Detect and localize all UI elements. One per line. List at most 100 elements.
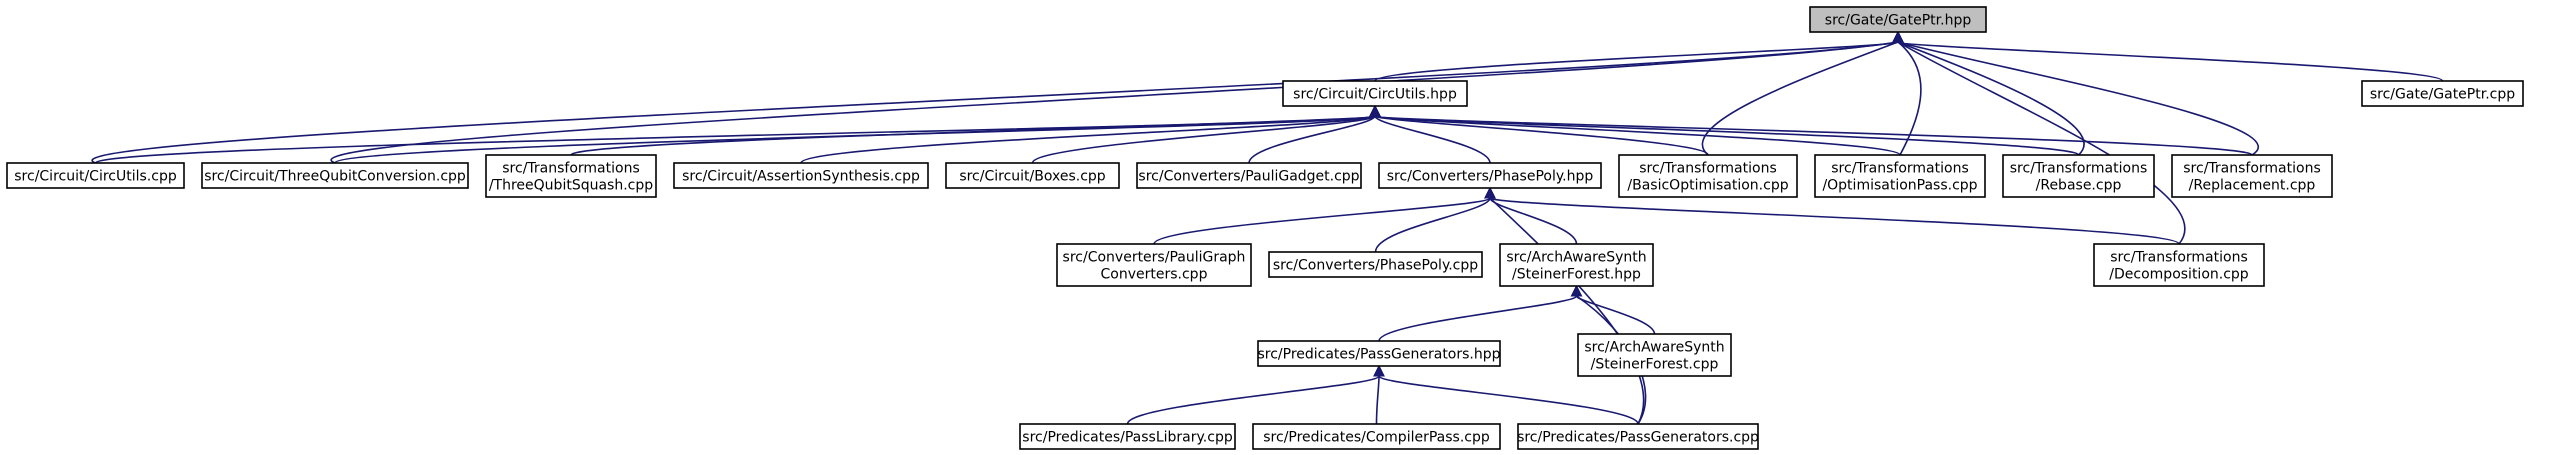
edge-gateptr-hpp-to-threequbit-cpp — [330, 30, 1904, 164]
node-label: src/Transformations — [502, 161, 639, 177]
node-box — [2171, 154, 2333, 198]
edge-line — [1701, 41, 1899, 156]
node-boxes-cpp[interactable]: src/Circuit/Boxes.cpp — [945, 162, 1120, 189]
node-box — [945, 162, 1120, 189]
node-box — [673, 162, 929, 189]
edge-line — [570, 115, 1376, 156]
node-box — [1517, 423, 1759, 450]
node-pauligadget-cpp[interactable]: src/Converters/PauliGadget.cpp — [1136, 162, 1362, 189]
node-label: src/Predicates/PassGenerators.hpp — [1257, 347, 1500, 363]
node-basicopt-cpp[interactable]: src/Transformations/BasicOptimisation.cp… — [1618, 154, 1798, 198]
node-label: src/Circuit/CircUtils.hpp — [1293, 87, 1457, 103]
node-label: /SteinerForest.cpp — [1591, 357, 1719, 373]
node-box — [1499, 243, 1654, 287]
node-box — [1378, 162, 1602, 189]
node-optpass-cpp[interactable]: src/Transformations/OptimisationPass.cpp — [1814, 154, 1986, 198]
edge-circutils-hpp-to-boxes-cpp — [1031, 104, 1381, 164]
node-circutils-hpp[interactable]: src/Circuit/CircUtils.hpp — [1282, 80, 1468, 107]
node-label: src/Transformations — [2010, 161, 2147, 177]
node-replacement-cpp[interactable]: src/Transformations/Replacement.cpp — [2171, 154, 2333, 198]
node-label: /SteinerForest.hpp — [1512, 267, 1641, 283]
edges — [91, 30, 2444, 425]
node-label: /BasicOptimisation.cpp — [1627, 178, 1788, 194]
edge-line — [1897, 41, 2260, 156]
edge-circutils-hpp-to-rebase-cpp — [1369, 104, 2080, 156]
node-threequbit-cpp[interactable]: src/Circuit/ThreeQubitConversion.cpp — [201, 162, 469, 189]
node-box — [2002, 154, 2155, 198]
edge-line — [1378, 375, 1639, 425]
node-label: src/Predicates/PassLibrary.cpp — [1022, 430, 1233, 446]
edge-phasepoly-hpp-to-passgen-cpp — [1484, 186, 1645, 425]
edge-gateptr-hpp-to-circutils-hpp — [1374, 30, 1904, 82]
node-label: src/Predicates/PassGenerators.cpp — [1517, 430, 1759, 446]
arrowhead-icon — [1369, 104, 1381, 117]
edge-gateptr-hpp-to-rebase-cpp — [1892, 30, 2085, 156]
node-label: Converters.cpp — [1101, 267, 1208, 283]
edge-line — [1375, 375, 1380, 425]
node-box — [485, 154, 657, 198]
edge-gateptr-hpp-to-circutils-cpp — [91, 30, 1904, 164]
edge-line — [1897, 41, 1922, 156]
edge-line — [1374, 115, 1709, 156]
node-box — [1577, 333, 1732, 377]
node-label: src/ArchAwareSynth — [1584, 340, 1724, 356]
node-label: /ThreeQubitSquash.cpp — [489, 178, 653, 194]
edge-circutils-hpp-to-basicopt-cpp — [1369, 104, 1709, 156]
edge-line — [1378, 295, 1578, 342]
node-box — [2093, 243, 2265, 287]
edge-line — [800, 115, 1376, 164]
edge-passgen-hpp-to-passlibrary-cpp — [1126, 364, 1385, 425]
edge-line — [1575, 295, 1656, 335]
edge-line — [330, 41, 1899, 164]
node-threequbitsquash[interactable]: src/Transformations/ThreeQubitSquash.cpp — [485, 154, 657, 198]
node-box — [1618, 154, 1798, 198]
node-gateptr-cpp[interactable]: src/Gate/GatePtr.cpp — [2361, 80, 2524, 107]
arrowhead-icon — [1484, 186, 1496, 199]
node-passgen-cpp[interactable]: src/Predicates/PassGenerators.cpp — [1517, 423, 1759, 450]
node-circutils-cpp[interactable]: src/Circuit/CircUtils.cpp — [6, 162, 185, 189]
node-box — [6, 162, 185, 189]
node-label: /Decomposition.cpp — [2109, 267, 2248, 283]
arrowhead-icon — [1570, 284, 1583, 297]
node-label: src/Circuit/Boxes.cpp — [959, 169, 1105, 185]
node-label: src/Transformations — [1831, 161, 1968, 177]
edge-line — [1153, 197, 1491, 245]
edge-line — [1248, 115, 1376, 164]
edge-phasepoly-hpp-to-steiner-hpp — [1484, 186, 1578, 245]
node-box — [1814, 154, 1986, 198]
node-gateptr-hpp[interactable]: src/Gate/GatePtr.hpp — [1809, 6, 1987, 33]
node-phasepoly-hpp[interactable]: src/Converters/PhasePoly.hpp — [1378, 162, 1602, 189]
edge-line — [1897, 41, 2186, 245]
node-passgen-hpp[interactable]: src/Predicates/PassGenerators.hpp — [1257, 340, 1501, 367]
node-passlibrary-cpp[interactable]: src/Predicates/PassLibrary.cpp — [1019, 423, 1236, 450]
edge-line — [91, 41, 1899, 164]
edge-circutils-hpp-to-optpass-cpp — [1369, 104, 1901, 156]
node-rebase-cpp[interactable]: src/Transformations/Rebase.cpp — [2002, 154, 2155, 198]
node-label: src/Transformations — [1639, 161, 1776, 177]
edge-passgen-hpp-to-passgen-cpp — [1373, 364, 1639, 425]
edge-circutils-hpp-to-pauligadget-cpp — [1248, 104, 1381, 164]
node-compilerpass-cpp[interactable]: src/Predicates/CompilerPass.cpp — [1252, 423, 1501, 450]
node-label: src/Converters/PauliGraph — [1063, 250, 1246, 266]
node-label: src/Transformations — [2110, 250, 2247, 266]
node-label: /Rebase.cpp — [2036, 178, 2122, 194]
edge-line — [1897, 41, 2085, 156]
edge-phasepoly-hpp-to-pauligraph-cpp — [1153, 186, 1496, 245]
node-steiner-cpp[interactable]: src/ArchAwareSynth/SteinerForest.cpp — [1577, 333, 1732, 377]
node-label: src/Transformations — [2183, 161, 2320, 177]
edge-gateptr-hpp-to-optpass-cpp — [1892, 30, 1922, 156]
node-steiner-hpp[interactable]: src/ArchAwareSynth/SteinerForest.hpp — [1499, 243, 1654, 287]
node-phasepoly-cpp[interactable]: src/Converters/PhasePoly.cpp — [1268, 251, 1483, 278]
node-label: src/Converters/PauliGadget.cpp — [1138, 169, 1359, 185]
edge-line — [1374, 115, 2253, 156]
node-label: src/Circuit/ThreeQubitConversion.cpp — [204, 169, 466, 185]
edge-circutils-hpp-to-phasepoly-hpp — [1369, 104, 1491, 164]
node-label: src/Converters/PhasePoly.hpp — [1387, 169, 1594, 185]
node-assertion-cpp[interactable]: src/Circuit/AssertionSynthesis.cpp — [673, 162, 929, 189]
node-decomposition-cpp[interactable]: src/Transformations/Decomposition.cpp — [2093, 243, 2265, 287]
nodes: src/Gate/GatePtr.hpp src/Circuit/CircUtil… — [6, 6, 2524, 450]
node-label: /Replacement.cpp — [2189, 178, 2316, 194]
node-box — [201, 162, 469, 189]
